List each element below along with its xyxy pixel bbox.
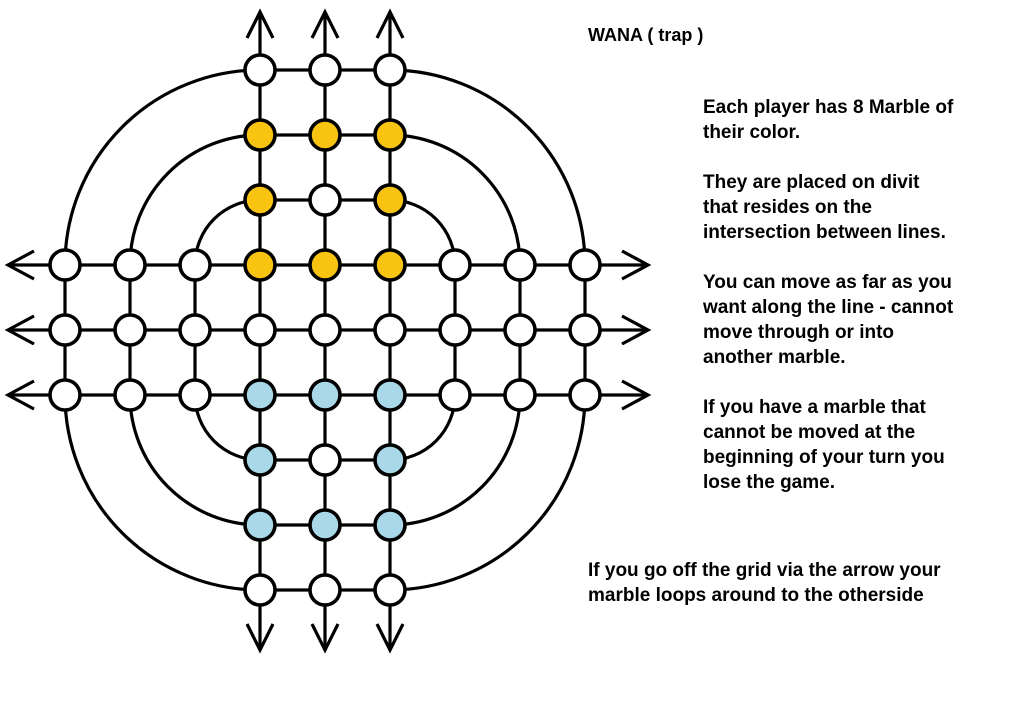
loop-note: If you go off the grid via the arrow you… [588, 560, 941, 606]
arrow-down-icon [310, 623, 340, 654]
divit [568, 313, 602, 347]
arrow-up-icon [245, 8, 275, 39]
arrow-left-icon [4, 314, 35, 346]
rule-placement: They are placed on divit that resides on… [703, 172, 946, 243]
divit [438, 313, 472, 347]
marble-yellow [243, 248, 277, 282]
divit [113, 378, 147, 412]
arrow-left-icon [4, 249, 35, 281]
divit [308, 53, 342, 87]
divit [503, 248, 537, 282]
divit [48, 248, 82, 282]
marble-yellow [373, 248, 407, 282]
marble-yellow [373, 118, 407, 152]
divit [373, 313, 407, 347]
divit [48, 313, 82, 347]
divit [503, 313, 537, 347]
divit [373, 573, 407, 607]
marble-yellow [308, 248, 342, 282]
marble-yellow [243, 118, 277, 152]
divit [243, 313, 277, 347]
divit [178, 378, 212, 412]
arrow-down-icon [245, 623, 275, 654]
divit [503, 378, 537, 412]
rule-marble-count: Each player has 8 Marble of their color. [703, 97, 954, 143]
divit [373, 53, 407, 87]
arrow-up-icon [310, 8, 340, 39]
divit [243, 53, 277, 87]
arrow-right-icon [621, 314, 652, 346]
marble-blue [373, 508, 407, 542]
game-board-diagram [4, 8, 652, 654]
marble-blue [243, 378, 277, 412]
divit [568, 248, 602, 282]
marble-blue [373, 443, 407, 477]
rule-movement: You can move as far as you want along th… [703, 272, 954, 368]
divit [308, 313, 342, 347]
divit [308, 573, 342, 607]
marble-yellow [243, 183, 277, 217]
divit [113, 313, 147, 347]
marble-blue [373, 378, 407, 412]
divit [438, 378, 472, 412]
marble-blue [243, 443, 277, 477]
divit [113, 248, 147, 282]
arrow-left-icon [4, 379, 35, 411]
marble-blue [243, 508, 277, 542]
divit [308, 183, 342, 217]
marble-blue [308, 378, 342, 412]
rule-losing: If you have a marble that cannot be move… [703, 397, 945, 493]
marble-yellow [308, 118, 342, 152]
divit [438, 248, 472, 282]
divit [308, 443, 342, 477]
marble-yellow [373, 183, 407, 217]
arrow-right-icon [621, 379, 652, 411]
marble-blue [308, 508, 342, 542]
divit [568, 378, 602, 412]
divit [48, 378, 82, 412]
page-title: WANA ( trap ) [588, 25, 704, 45]
arrow-down-icon [375, 623, 405, 654]
divit [243, 573, 277, 607]
divit [178, 248, 212, 282]
arrow-right-icon [621, 249, 652, 281]
arrow-up-icon [375, 8, 405, 39]
rules-text: Each player has 8 Marble of their color.… [703, 95, 993, 520]
divit [178, 313, 212, 347]
